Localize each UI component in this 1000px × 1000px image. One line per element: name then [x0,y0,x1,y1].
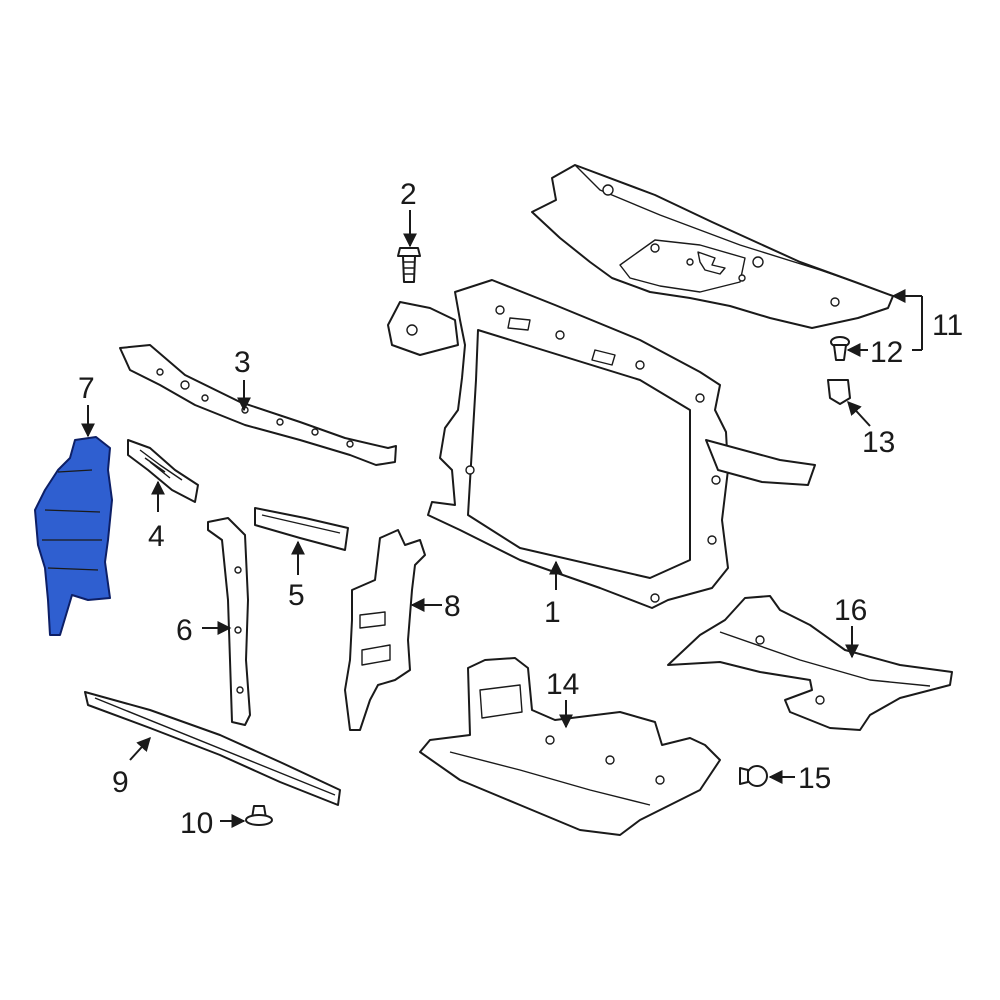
callout-6[interactable]: 6 [176,614,193,647]
part-10-clip[interactable] [245,805,273,826]
part-8-side-bracket[interactable] [344,529,426,731]
leader-lines [81,210,923,828]
callout-8[interactable]: 8 [444,590,461,623]
part-11-radiator-upper-cover[interactable] [531,164,894,329]
callout-labels: 1 2 3 4 5 6 7 8 9 10 11 12 13 14 15 16 [78,178,963,840]
callout-13[interactable]: 13 [862,426,895,459]
callout-9[interactable]: 9 [112,766,129,799]
part-2-bolt[interactable] [397,247,421,283]
part-12-clip[interactable] [830,336,850,361]
part-6-vertical-support[interactable] [207,517,251,726]
part-14-splash-shield[interactable] [419,657,721,836]
part-9-lower-deflector[interactable] [84,691,341,806]
callout-2[interactable]: 2 [400,178,417,211]
part-1-radiator-support[interactable] [387,279,816,609]
callout-14[interactable]: 14 [546,668,579,701]
part-7-air-guide-highlighted[interactable] [34,436,113,636]
part-15-push-clip[interactable] [739,765,768,787]
leader-9 [129,736,151,761]
part-4-bracket[interactable] [127,439,199,503]
callout-3[interactable]: 3 [234,346,251,379]
callout-5[interactable]: 5 [288,579,305,612]
part-13-clip[interactable] [827,379,851,405]
callout-12[interactable]: 12 [870,336,903,369]
part-5-bracket[interactable] [254,507,349,551]
callout-4[interactable]: 4 [148,520,165,553]
part-3-upper-tie-bar[interactable] [119,344,397,466]
callout-16[interactable]: 16 [834,594,867,627]
callout-7[interactable]: 7 [78,372,95,405]
callout-10[interactable]: 10 [180,807,213,840]
part-16-undercover[interactable] [667,595,953,731]
callout-11[interactable]: 11 [932,309,963,342]
callout-15[interactable]: 15 [798,762,831,795]
leader-13 [847,400,871,427]
callout-1[interactable]: 1 [544,596,561,629]
